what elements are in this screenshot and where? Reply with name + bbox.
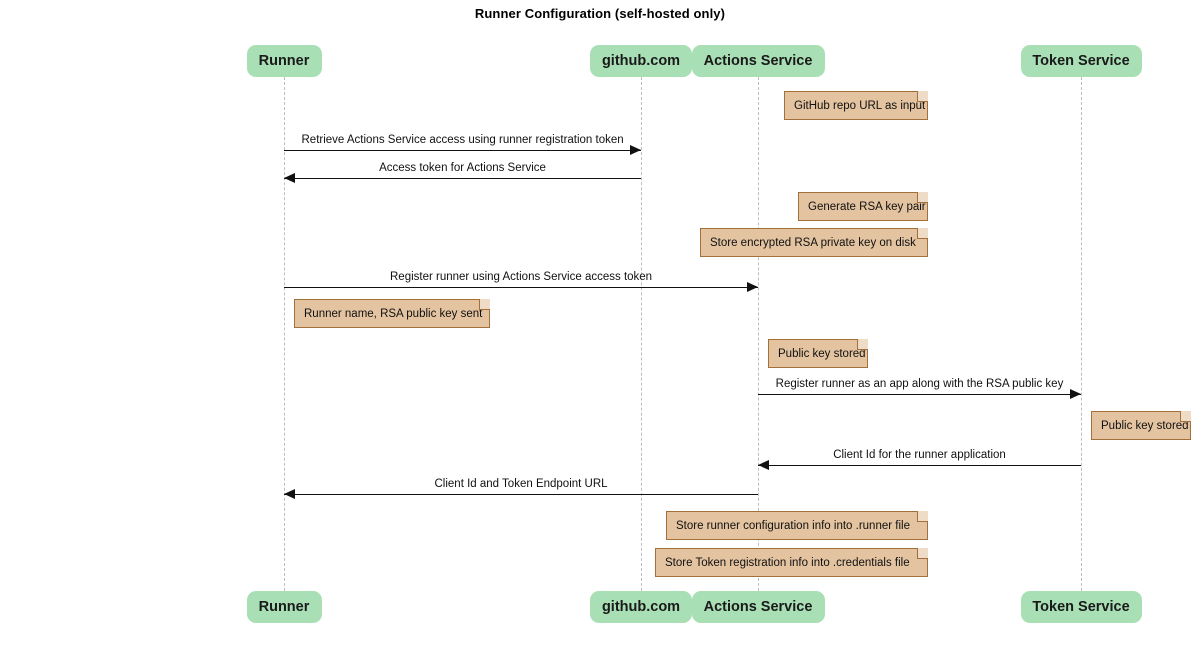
lifeline-actions — [758, 77, 759, 591]
participant-github-bottom[interactable]: github.com — [590, 591, 692, 623]
arrowhead-left-icon — [284, 489, 295, 499]
arrowhead-left-icon — [758, 460, 769, 470]
message-label: Client Id for the runner application — [833, 449, 1006, 461]
participant-runner-top[interactable]: Runner — [246, 45, 322, 77]
lifeline-runner — [284, 77, 285, 591]
message-label: Retrieve Actions Service access using ru… — [301, 134, 624, 146]
note-label: Public key stored — [778, 347, 866, 360]
message-label: Register runner as an app along with the… — [775, 378, 1064, 390]
message-label: Client Id and Token Endpoint URL — [434, 478, 608, 490]
note-fold-icon — [917, 91, 928, 102]
message-line — [284, 287, 758, 288]
note-label: Runner name, RSA public key sent — [304, 307, 483, 320]
message-label: Register runner using Actions Service ac… — [390, 271, 653, 283]
note: Store encrypted RSA private key on disk — [700, 228, 928, 257]
message-line — [284, 150, 641, 151]
note-fold-icon — [917, 192, 928, 203]
arrowhead-right-icon — [630, 145, 641, 155]
message-line — [758, 465, 1081, 466]
note: Public key stored — [1091, 411, 1191, 440]
note: Generate RSA key pair — [798, 192, 928, 221]
note-fold-icon — [917, 548, 928, 559]
message-line — [758, 394, 1081, 395]
diagram-title: Runner Configuration (self-hosted only) — [474, 6, 726, 21]
lifeline-token — [1081, 77, 1082, 591]
message-line — [284, 178, 641, 179]
participant-github-top[interactable]: github.com — [590, 45, 692, 77]
note: Store runner configuration info into .ru… — [666, 511, 928, 540]
note-fold-icon — [479, 299, 490, 310]
participant-actions-top[interactable]: Actions Service — [691, 45, 825, 77]
note: GitHub repo URL as input — [784, 91, 928, 120]
note-label: GitHub repo URL as input — [794, 99, 926, 112]
note-label: Store Token registration info into .cred… — [665, 556, 910, 569]
participant-token-top[interactable]: Token Service — [1020, 45, 1142, 77]
arrowhead-right-icon — [747, 282, 758, 292]
note-label: Public key stored — [1101, 419, 1189, 432]
participant-actions-bottom[interactable]: Actions Service — [691, 591, 825, 623]
note-label: Store encrypted RSA private key on disk — [710, 236, 916, 249]
note-label: Store runner configuration info into .ru… — [676, 519, 910, 532]
arrowhead-right-icon — [1070, 389, 1081, 399]
participant-runner-bottom[interactable]: Runner — [246, 591, 322, 623]
note-fold-icon — [1180, 411, 1191, 422]
arrowhead-left-icon — [284, 173, 295, 183]
message-line — [284, 494, 758, 495]
note: Store Token registration info into .cred… — [655, 548, 928, 577]
participant-token-bottom[interactable]: Token Service — [1020, 591, 1142, 623]
note: Runner name, RSA public key sent — [294, 299, 490, 328]
note-fold-icon — [917, 511, 928, 522]
note-fold-icon — [917, 228, 928, 239]
note-label: Generate RSA key pair — [808, 200, 926, 213]
note-fold-icon — [857, 339, 868, 350]
message-label: Access token for Actions Service — [379, 162, 546, 174]
note: Public key stored — [768, 339, 868, 368]
lifeline-github — [641, 77, 642, 591]
